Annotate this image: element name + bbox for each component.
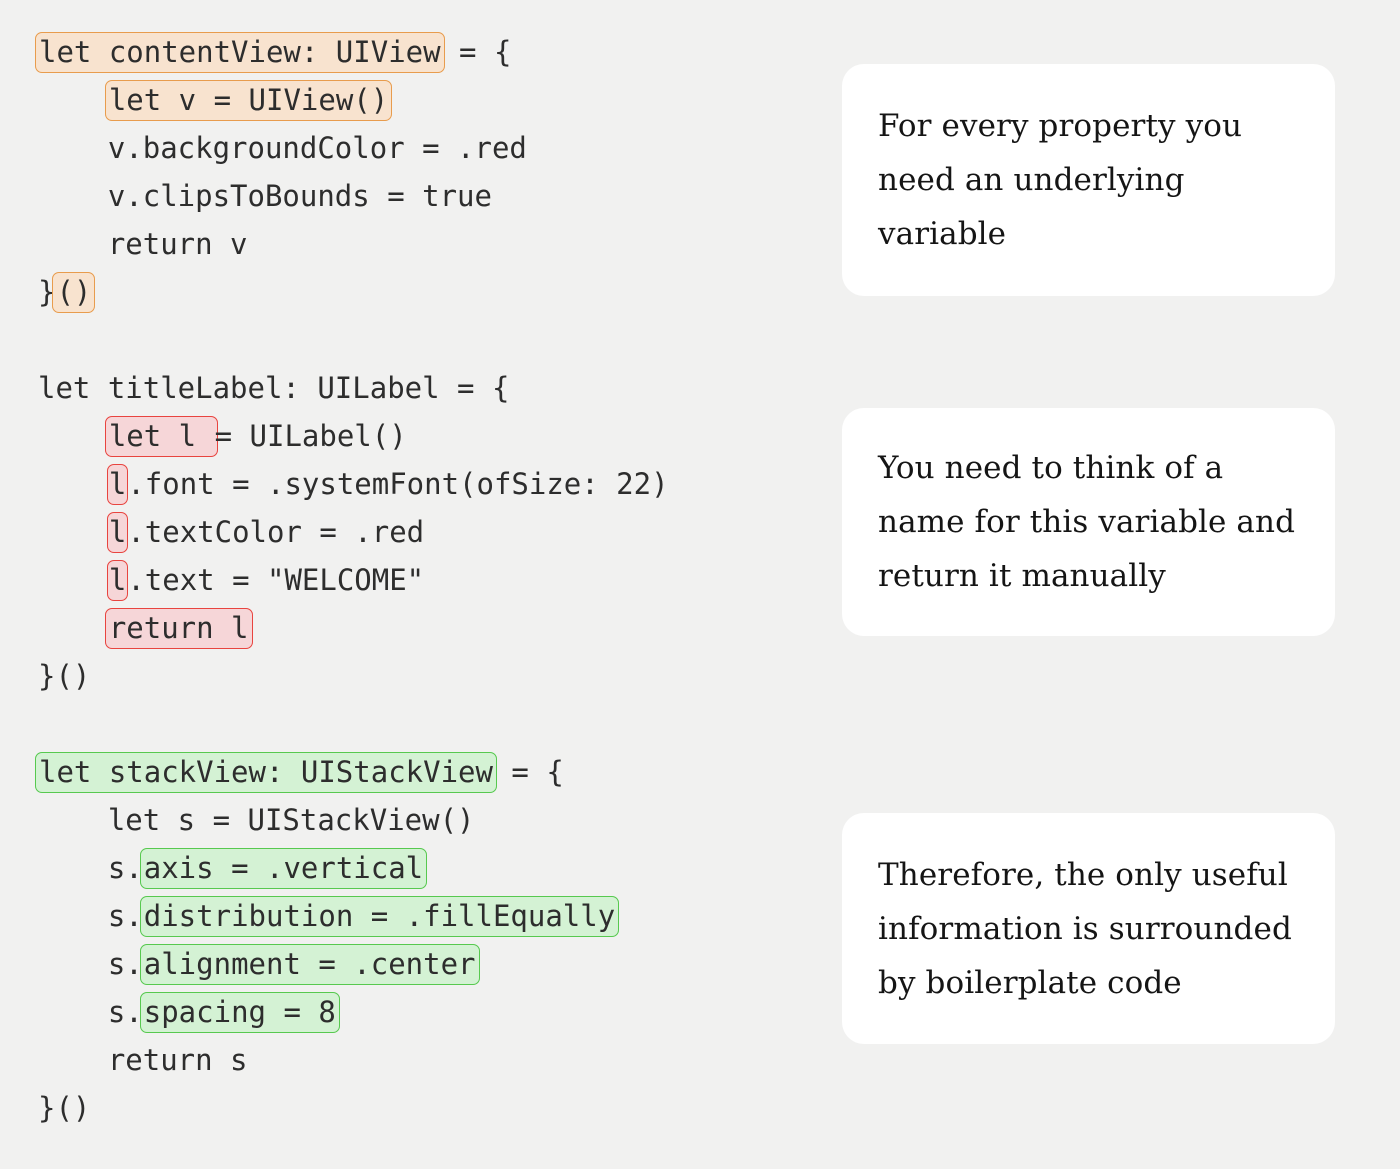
code-line: let titleLabel: UILabel = { xyxy=(38,364,808,412)
code-text xyxy=(38,419,108,453)
content-view-block: let contentView: UIView = { let v = UIVi… xyxy=(35,28,808,316)
code-highlight-green: let stackView: UIStackView xyxy=(35,752,497,793)
code-line: return l xyxy=(38,604,808,652)
code-line: s.distribution = .fillEqually xyxy=(38,892,808,940)
code-text: v.backgroundColor = .red xyxy=(38,131,527,165)
code-text xyxy=(38,563,108,597)
code-text: let titleLabel: UILabel = { xyxy=(38,371,510,405)
code-highlight-orange: let v = UIView() xyxy=(104,80,393,121)
code-highlight-pink: l xyxy=(106,560,129,601)
code-line: s.axis = .vertical xyxy=(38,844,808,892)
code-text: }() xyxy=(38,1091,91,1125)
callout-text: You need to think of a name for this var… xyxy=(878,450,1296,594)
code-text: = { xyxy=(441,35,512,69)
code-line: let v = UIView() xyxy=(38,76,808,124)
code-line: s.alignment = .center xyxy=(38,940,808,988)
code-line: l.text = "WELCOME" xyxy=(38,556,808,604)
code-highlight-green: distribution = .fillEqually xyxy=(139,896,620,937)
code-text: s. xyxy=(38,851,143,885)
code-highlight-pink: let l xyxy=(104,416,218,457)
callout-text: Therefore, the only useful information i… xyxy=(878,856,1292,1001)
code-text xyxy=(38,611,108,645)
code-text: }() xyxy=(38,659,91,693)
code-text: .font = .systemFont(ofSize: 22) xyxy=(127,467,669,501)
code-text xyxy=(38,83,108,117)
code-line: let stackView: UIStackView = { xyxy=(35,748,808,796)
code-highlight-pink: l xyxy=(106,464,129,505)
code-text: let s = UIStackView() xyxy=(38,803,475,837)
code-text: .textColor = .red xyxy=(127,515,425,549)
title-label-block: let titleLabel: UILabel = { let l = UILa… xyxy=(38,364,808,700)
code-highlight-orange: () xyxy=(52,272,96,313)
code-highlight-pink: return l xyxy=(104,608,253,649)
callout-card: You need to think of a name for this var… xyxy=(842,408,1335,636)
code-text xyxy=(38,467,108,501)
code-text: v.clipsToBounds = true xyxy=(38,179,492,213)
code-line: }() xyxy=(38,268,808,316)
callout-card: Therefore, the only useful information i… xyxy=(842,813,1335,1044)
code-line: s.spacing = 8 xyxy=(38,988,808,1036)
code-highlight-pink: l xyxy=(106,512,129,553)
code-text: } xyxy=(38,275,56,309)
code-text: s. xyxy=(38,947,143,981)
code-line: let l = UILabel() xyxy=(38,412,808,460)
code-line: l.textColor = .red xyxy=(38,508,808,556)
code-text: s. xyxy=(38,995,143,1029)
code-line: }() xyxy=(38,652,808,700)
code-line: }() xyxy=(38,1084,808,1132)
code-highlight-green: alignment = .center xyxy=(139,944,480,985)
code-line: return s xyxy=(38,1036,808,1084)
stack-view-block: let stackView: UIStackView = { let s = U… xyxy=(35,748,808,1132)
code-line: l.font = .systemFont(ofSize: 22) xyxy=(38,460,808,508)
code-line: let contentView: UIView = { xyxy=(35,28,808,76)
code-column: let contentView: UIView = { let v = UIVi… xyxy=(35,28,808,1132)
callout-card: For every property you need an underlyin… xyxy=(842,64,1335,296)
code-highlight-orange: let contentView: UIView xyxy=(35,32,445,73)
code-line: let s = UIStackView() xyxy=(38,796,808,844)
code-line: v.backgroundColor = .red xyxy=(38,124,808,172)
code-text: return s xyxy=(38,1043,248,1077)
code-text: = { xyxy=(493,755,564,789)
code-line: v.clipsToBounds = true xyxy=(38,172,808,220)
code-text: = UILabel() xyxy=(214,419,407,453)
code-text xyxy=(38,515,108,549)
code-text: .text = "WELCOME" xyxy=(127,563,425,597)
code-line: return v xyxy=(38,220,808,268)
code-highlight-green: axis = .vertical xyxy=(139,848,428,889)
code-text: s. xyxy=(38,899,143,933)
code-highlight-green: spacing = 8 xyxy=(139,992,340,1033)
callout-text: For every property you need an underlyin… xyxy=(878,108,1243,252)
code-text: return v xyxy=(38,227,248,261)
